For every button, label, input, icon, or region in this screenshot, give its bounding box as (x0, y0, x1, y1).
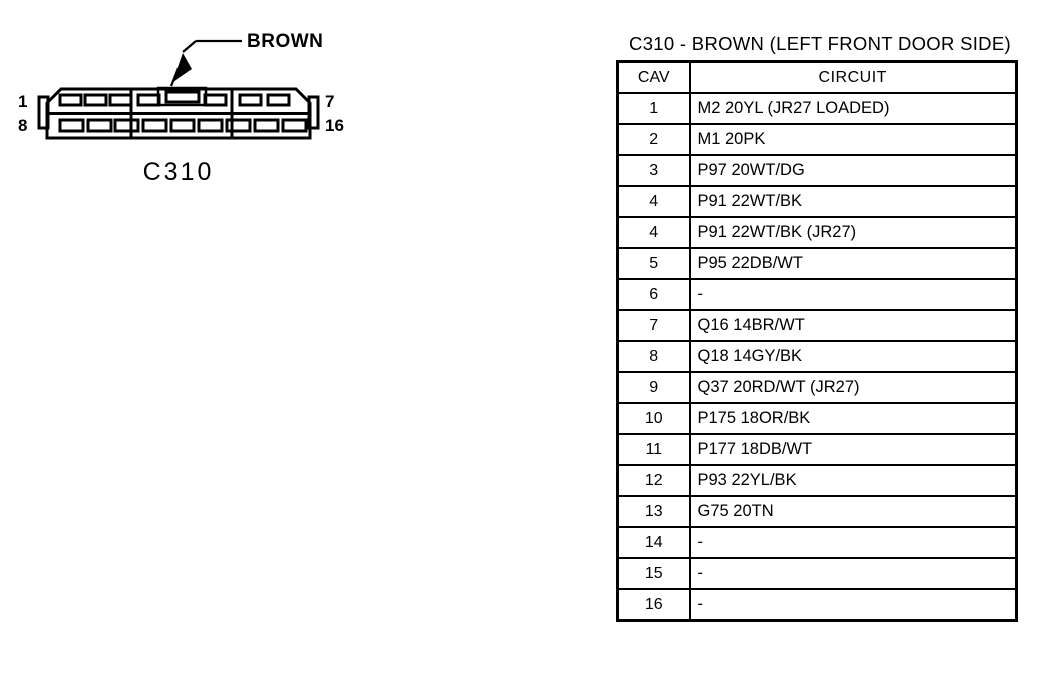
cell-cav: 1 (616, 92, 691, 125)
connector-drawing (37, 39, 320, 140)
cell-cav: 8 (616, 340, 691, 373)
cell-circuit: - (688, 526, 1018, 559)
cell-circuit: M1 20PK (688, 123, 1018, 156)
cell-cav: 4 (616, 216, 691, 249)
pin-label-top-right: 7 (325, 92, 335, 111)
cell-cav: 14 (616, 526, 691, 559)
cell-circuit: Q16 14BR/WT (688, 309, 1018, 342)
connector-latch-tabs (37, 95, 320, 130)
cell-circuit: P97 20WT/DG (688, 154, 1018, 187)
cell-circuit: P93 22YL/BK (688, 464, 1018, 497)
pin-label-bottom-left: 8 (18, 116, 28, 135)
cell-circuit: P177 18DB/WT (688, 433, 1018, 466)
connector-figure: BROWN (0, 0, 380, 210)
table-header-row: CAV CIRCUIT (616, 60, 1018, 94)
brown-callout-label: BROWN (247, 31, 324, 52)
cavity-row-top (58, 93, 291, 107)
circuit-panel: C310 - BROWN (LEFT FRONT DOOR SIDE) CAV … (616, 33, 1020, 622)
cell-circuit: - (688, 588, 1018, 622)
connector-caption: C310 (142, 158, 215, 186)
cell-circuit: P91 22WT/BK (JR27) (688, 216, 1018, 249)
cell-cav: 13 (616, 495, 691, 528)
circuit-table-title: C310 - BROWN (LEFT FRONT DOOR SIDE) (629, 33, 1011, 54)
cell-cav: 2 (616, 123, 691, 156)
cell-cav: 12 (616, 464, 691, 497)
table-row: 16- (616, 588, 1018, 622)
cavity-row-bottom (58, 118, 308, 133)
cell-cav: 10 (616, 402, 691, 435)
cell-circuit: M2 20YL (JR27 LOADED) (688, 92, 1018, 125)
pin-label-top-left: 1 (18, 92, 28, 111)
pin-label-bottom-right: 16 (325, 116, 344, 135)
cell-cav: 3 (616, 154, 691, 187)
cell-cav: 11 (616, 433, 691, 466)
cell-cav: 5 (616, 247, 691, 280)
cell-cav: 9 (616, 371, 691, 404)
table-row: 6- (616, 278, 1018, 311)
table-row: 14- (616, 526, 1018, 559)
cell-circuit: - (688, 557, 1018, 590)
cell-cav: 6 (616, 278, 691, 311)
brown-leader-arrow (169, 39, 242, 87)
connector-keying-tab (156, 86, 208, 107)
cell-circuit: Q18 14GY/BK (688, 340, 1018, 373)
column-header-circuit: CIRCUIT (688, 60, 1018, 94)
cell-cav: 4 (616, 185, 691, 218)
cell-circuit: P175 18OR/BK (688, 402, 1018, 435)
cell-circuit: P95 22DB/WT (688, 247, 1018, 280)
cell-cav: 7 (616, 309, 691, 342)
cell-cav: 15 (616, 557, 691, 590)
cell-circuit: Q37 20RD/WT (JR27) (688, 371, 1018, 404)
cell-circuit: P91 22WT/BK (688, 185, 1018, 218)
cell-cav: 16 (616, 588, 691, 622)
cell-circuit: G75 20TN (688, 495, 1018, 528)
table-row: 15- (616, 557, 1018, 590)
cell-circuit: - (688, 278, 1018, 311)
column-header-cav: CAV (616, 60, 691, 94)
